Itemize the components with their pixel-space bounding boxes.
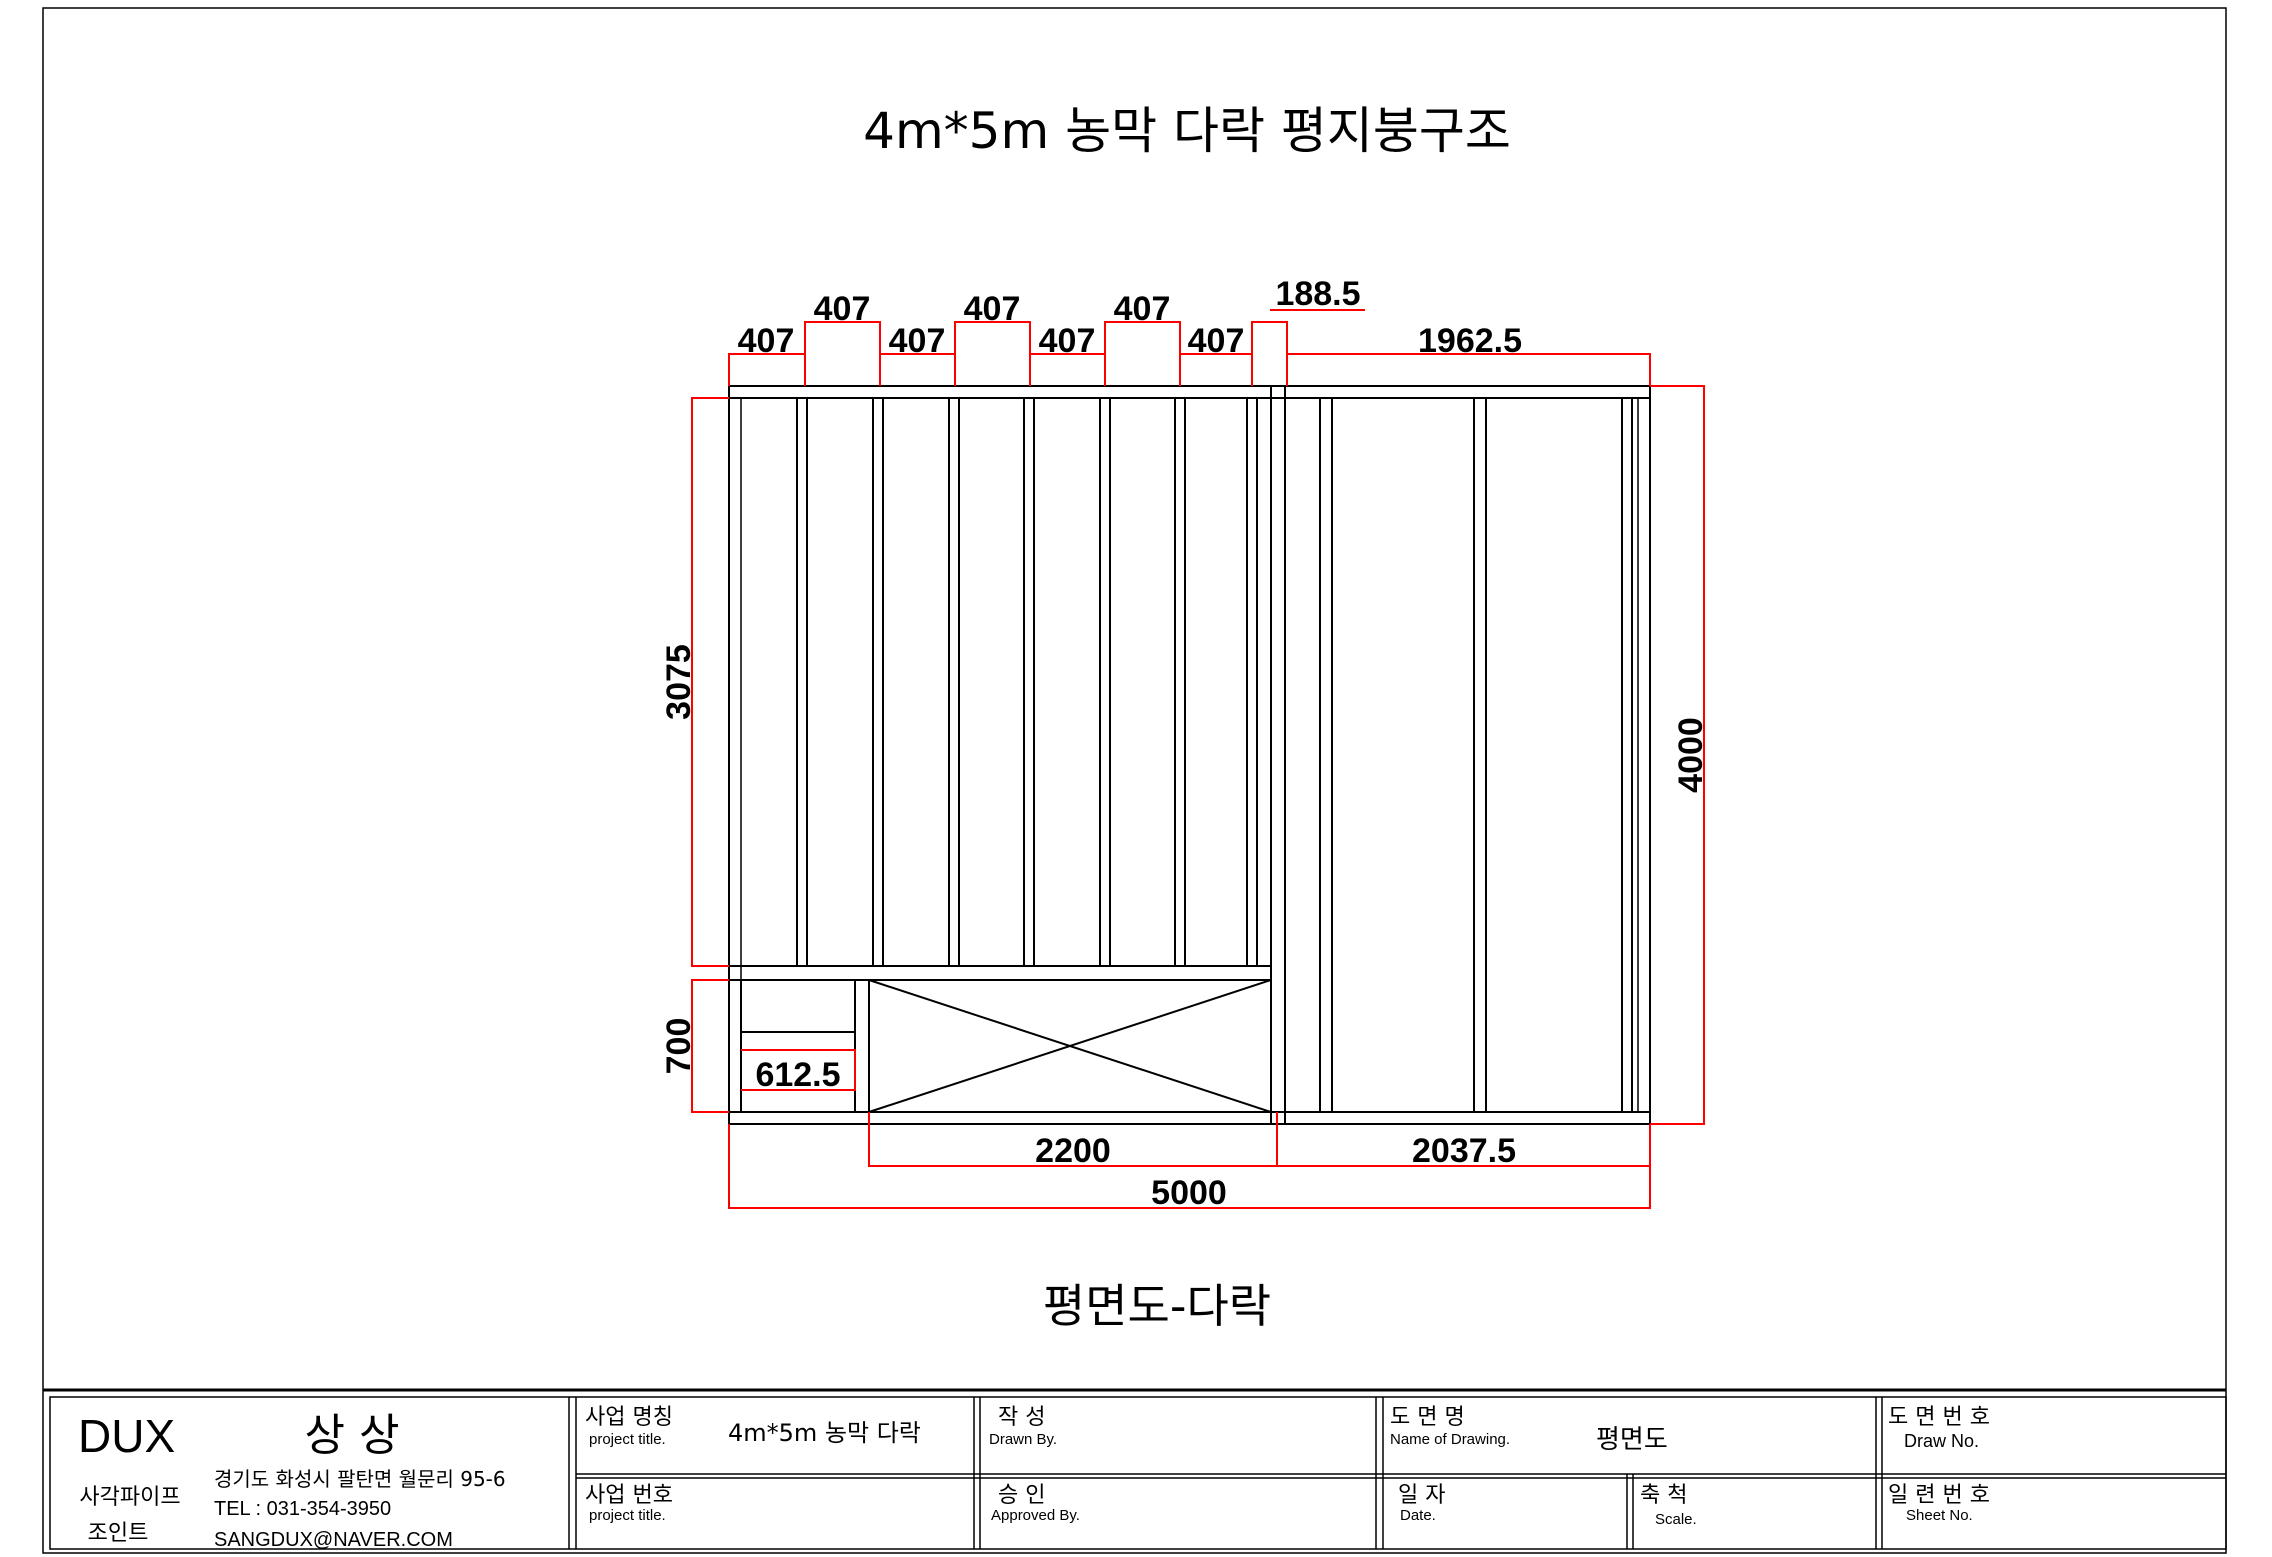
dim-407-6: 407 xyxy=(1114,290,1171,328)
dim-4000: 4000 xyxy=(1672,717,1710,793)
sheet-no-en: Sheet No. xyxy=(1906,1507,1973,1524)
dimension-lines xyxy=(691,309,1705,1209)
floor-plan xyxy=(728,385,1651,1125)
dim-407-3: 407 xyxy=(889,322,946,360)
opening xyxy=(868,979,1272,1113)
dim-407-1: 407 xyxy=(738,322,795,360)
drawing-caption: 평면도-다락 xyxy=(1043,1279,1271,1333)
joists-left xyxy=(796,397,1258,967)
company-tel: TEL : 031-354-3950 xyxy=(214,1498,391,1520)
draw-no-en: Draw No. xyxy=(1904,1431,1979,1451)
cross-beam xyxy=(728,965,1272,981)
dim-407-4: 407 xyxy=(964,290,1021,328)
project-no-label: 사업 번호 xyxy=(585,1483,673,1508)
dim-700: 700 xyxy=(660,1018,698,1075)
drawn-label: 작 성 xyxy=(998,1405,1045,1430)
dim-2200: 2200 xyxy=(1035,1132,1111,1170)
company-email: SANGDUX@NAVER.COM xyxy=(214,1529,453,1551)
drawing-name-label: 도 면 명 xyxy=(1390,1405,1465,1430)
sheet-no-label: 일 련 번 호 xyxy=(1888,1483,1990,1508)
company-name: 상 상 xyxy=(305,1410,400,1461)
approved-label: 승 인 xyxy=(998,1483,1045,1508)
company-address: 경기도 화성시 팔탄면 월문리 95-6 xyxy=(214,1467,506,1491)
date-label: 일 자 xyxy=(1398,1483,1445,1508)
dim-3075: 3075 xyxy=(660,644,698,720)
dim-407-2: 407 xyxy=(814,290,871,328)
project-name-value: 4m*5m 농막 다락 xyxy=(728,1419,921,1447)
project-no-en: project title. xyxy=(589,1507,666,1524)
approved-en: Approved By. xyxy=(991,1507,1080,1524)
company-logo: DUX xyxy=(78,1410,175,1462)
center-beam xyxy=(1270,385,1286,1125)
dim-407-7: 407 xyxy=(1188,322,1245,360)
stair-box xyxy=(740,979,856,1033)
drawn-en: Drawn By. xyxy=(989,1431,1057,1448)
title-block xyxy=(43,1388,2227,1550)
company-sub1: 사각파이프 xyxy=(79,1485,180,1510)
dim-5000: 5000 xyxy=(1151,1174,1227,1212)
company-sub2: 조인트 xyxy=(88,1521,149,1546)
scale-label: 축 척 xyxy=(1640,1483,1687,1508)
draw-no-label: 도 면 번 호 xyxy=(1888,1405,1990,1430)
dim-612-5: 612.5 xyxy=(755,1056,840,1094)
project-name-label: 사업 명칭 xyxy=(585,1405,673,1430)
dimension-labels: 407 407 407 407 407 407 407 188.5 1962.5… xyxy=(660,275,1710,1212)
dim-2037-5: 2037.5 xyxy=(1412,1132,1516,1170)
sheet-border xyxy=(42,7,2227,1554)
dim-407-5: 407 xyxy=(1039,322,1096,360)
inner-frame xyxy=(740,397,1639,1113)
drawing-name-en: Name of Drawing. xyxy=(1390,1431,1510,1448)
date-en: Date. xyxy=(1400,1507,1436,1524)
project-name-en: project title. xyxy=(589,1431,666,1448)
title-block-text: DUX 상 상 사각파이프 조인트 경기도 화성시 팔탄면 월문리 95-6 T… xyxy=(78,1405,1990,1551)
dim-188-5: 188.5 xyxy=(1275,275,1360,313)
scale-en: Scale. xyxy=(1655,1511,1697,1528)
drawing-title: 4m*5m 농막 다락 평지붕구조 xyxy=(863,102,1511,160)
drawing-name-value: 평면도 xyxy=(1596,1425,1668,1455)
dim-1962-5: 1962.5 xyxy=(1418,322,1522,360)
outer-frame xyxy=(728,385,1651,1125)
